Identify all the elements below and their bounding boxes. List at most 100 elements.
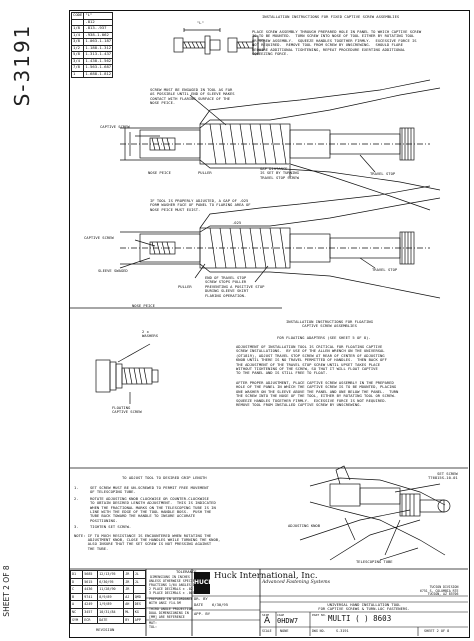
revision-cell: JL [132, 577, 147, 587]
floating-subtitle: FOR FLOATING ADAPTERS (SEE SHEET 5 OF 8)… [277, 335, 371, 340]
drawn-by-label: DR. BY [194, 596, 208, 601]
drawing-description: UNIVERSAL HAND INSTALLATION TOOL FOR CAP… [318, 602, 410, 612]
revision-cell: QMD [132, 592, 147, 602]
revision-cell: 8/9/89 [97, 592, 125, 602]
revision-cell: 11/28/90 [97, 585, 125, 594]
projection-note: THIRD ANGLE PROJECTION DUAL DIMENSIONING… [149, 607, 193, 619]
date-label: DATE [194, 602, 204, 607]
part-number: MULTI ( ) 8603 [328, 614, 392, 623]
floating-paragraph-1: ADJUSTMENT OF INSTALLATION TOOL IS CRITI… [236, 344, 387, 376]
floating-screw-label: FLOATING CAPTIVE SCREW [112, 405, 142, 415]
revision-cell: APP [132, 615, 147, 625]
gap-distance-label: GAP DISTANCE IS SET BY TURNING TRAVEL ST… [260, 166, 299, 180]
grip-step-number: 1. [74, 485, 79, 490]
scale-value: NONE [280, 629, 289, 633]
sizes-table-cell: 3/4 [70, 57, 85, 65]
grip-step-text: TIGHTEN SET SCREW. [90, 524, 132, 530]
tolerance-heading: TOLERANCE [176, 569, 197, 574]
revision-cell: D1 [69, 570, 84, 579]
revision-cell: 5685 [82, 570, 99, 579]
grip-title: TO ADJUST TOOL TO DESIRED GRIP LENGTH [122, 475, 207, 480]
material-tolerance: MAT: TOL: [149, 621, 157, 629]
revision-cell: 12/13/95 [97, 570, 125, 579]
revision-cell: BY [123, 615, 134, 625]
floating-paragraph-2: AFTER PROPER ADJUSTMENT, PLACE CAPTIVE S… [236, 380, 399, 408]
revision-cell: ECR [82, 615, 99, 625]
revision-cell: 6/30/95 [97, 577, 125, 587]
sheet-number: SHEET 2 OF 8 [424, 629, 450, 633]
revision-cell: NC [69, 607, 84, 617]
revision-cell: D [69, 577, 84, 587]
revision-cell: C [69, 585, 84, 594]
drawing-frame [69, 10, 470, 638]
fixed-instructions: PLACE SCREW ASSEMBLY THROUGH PREPARED HO… [252, 29, 422, 57]
revision-cell: AH [123, 600, 134, 609]
prepared-note: PREPARED IN ACCORDANCE WITH ANSI Y14.5M [149, 597, 193, 605]
huck-logo: HUCK [194, 572, 213, 594]
revision-cell: JR [123, 570, 134, 579]
sheet-size: A [264, 616, 271, 626]
washers-label: 2 x WASHERS [142, 329, 159, 339]
revision-cell [132, 585, 147, 594]
revision-cell: AJ [123, 592, 134, 602]
company-name: Huck International, Inc. [214, 571, 318, 581]
revision-cell: JL [132, 570, 147, 579]
revision-cell: DATE [97, 615, 125, 625]
telescoping-tube-label: TELESCOPING TUBE [356, 559, 393, 564]
grip-step-text: SET SCREW MUST BE UN-SCREWED TO PERMIT F… [90, 485, 209, 495]
captive-screw-label-2: CAPTIVE SCREW [84, 235, 114, 240]
nose-peice-label: NOSE PEICE [148, 170, 171, 175]
puller-label: PULLER [198, 170, 212, 175]
dwg-number-label: DWG NO. [312, 629, 326, 633]
l-dimension: "L" [197, 20, 204, 25]
revision-cell: 1/9/89 [97, 600, 125, 609]
dwg-number: S-3191 [336, 629, 349, 633]
revision-cell: B [69, 592, 84, 602]
set-screw-label: SET SCREW T76815S-10-01 [428, 471, 458, 481]
grip-note: NOTE: IF TO MUCH RESISTANCE IS ENCOUNTER… [74, 532, 221, 551]
revision-cell: 4436 [82, 585, 99, 594]
adjusting-knob-label: ADJUSTING KNOB [288, 523, 321, 528]
revision-cell: JR [123, 577, 134, 587]
revision-cell: A [69, 600, 84, 609]
revision-cell: 5615 [82, 577, 99, 587]
company-tagline: Advanced Fastening Systems [262, 580, 330, 585]
revision-cell: 3457 [82, 607, 99, 617]
sizes-table-cell: 7/8 [70, 64, 85, 72]
cage-code: 0HDW7 [277, 617, 299, 625]
grip-step-number: 3. [74, 524, 79, 530]
floating-title: INSTALLATION INSTRUCTIONS FOR FLOATING C… [286, 319, 373, 329]
adjust-note: IF TOOL IS PROPERLY ADJUSTED, A GAP OF .… [150, 198, 251, 212]
grip-step: 3. TIGHTEN SET SCREW. [74, 524, 220, 530]
puller-label-2: PULLER [178, 284, 192, 289]
revision-label: REVISION [96, 627, 115, 632]
revision-cell: DES [132, 600, 147, 609]
revision-cell: ML [123, 607, 134, 617]
revision-cell: JR [123, 585, 134, 594]
nose-peice-label-2: NOSE PEICE [132, 303, 155, 308]
drawing-date: 6/30/95 [212, 602, 229, 607]
revision-cell: 10/31/84 [97, 607, 125, 617]
fixed-title: INSTALLATION INSTRUCTIONS FOR FIXED CAPT… [262, 14, 400, 19]
sizes-table-header-cell: CODE [70, 12, 85, 20]
revision-cell: SYM [69, 615, 84, 625]
travel-stop-note: END OF TRAVEL STOP SCREW STOPS PULLER PR… [205, 275, 265, 298]
sleeve-swaged-label: SLEEVE SWAGED [98, 268, 128, 273]
division-address: TUCSON DIVISION 6751 S. COLUMBIA RTE TUC… [420, 585, 459, 597]
grip-step: 2. ROTATE ADJUSTING KNOB CLOCKWISE OR CO… [74, 495, 220, 523]
sizes-table-cell: 1 [70, 70, 85, 78]
revision-cell: KG [132, 607, 147, 617]
captive-screw-label: CAPTIVE SCREW [100, 124, 130, 129]
grip-step-text: ROTATE ADJUSTING KNOB CLOCKWISE OR COUNT… [90, 495, 216, 523]
grip-step: 1. SET SCREW MUST BE UN-SCREWED TO PERMI… [74, 485, 220, 495]
tolerance-text: DIMENSIONS IN INCHES UNLESS OTHERWISE SP… [149, 575, 201, 595]
